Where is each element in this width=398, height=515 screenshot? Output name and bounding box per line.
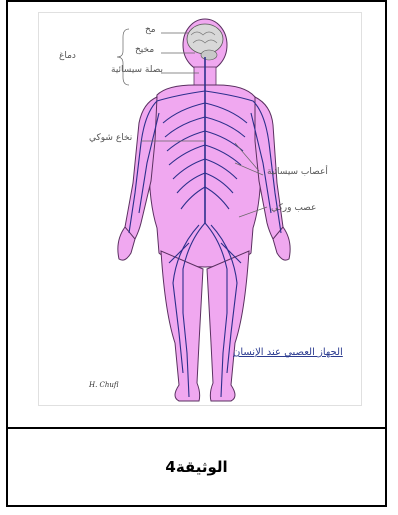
label-medulla: بصلة سيسائية (111, 65, 163, 75)
artist-signature: H. Chufl (89, 381, 119, 389)
left-arm (124, 97, 157, 239)
label-cerebellum: مخيخ (135, 45, 154, 55)
label-cerebrum: مخ (145, 25, 156, 35)
body-silhouette (118, 19, 290, 401)
left-leg (161, 251, 203, 401)
label-spinal-cord: نخاع شوكي (89, 133, 132, 143)
cerebrum (187, 24, 223, 54)
cerebellum (201, 50, 217, 60)
label-sciatic-nerve: عصب وركي (271, 203, 316, 213)
right-leg (207, 251, 249, 401)
label-spinal-nerves: أعصاب سيسائية (267, 167, 328, 177)
document-caption: الوثيقة4 (6, 429, 387, 505)
nervous-system-figure: مخ مخيخ بصلة سيسائية دماغ نخاع شوكي أعصا… (38, 12, 362, 406)
figure-title: الجهاز العصبي عند الإنسان (233, 347, 343, 358)
label-brain: دماغ (59, 51, 76, 61)
